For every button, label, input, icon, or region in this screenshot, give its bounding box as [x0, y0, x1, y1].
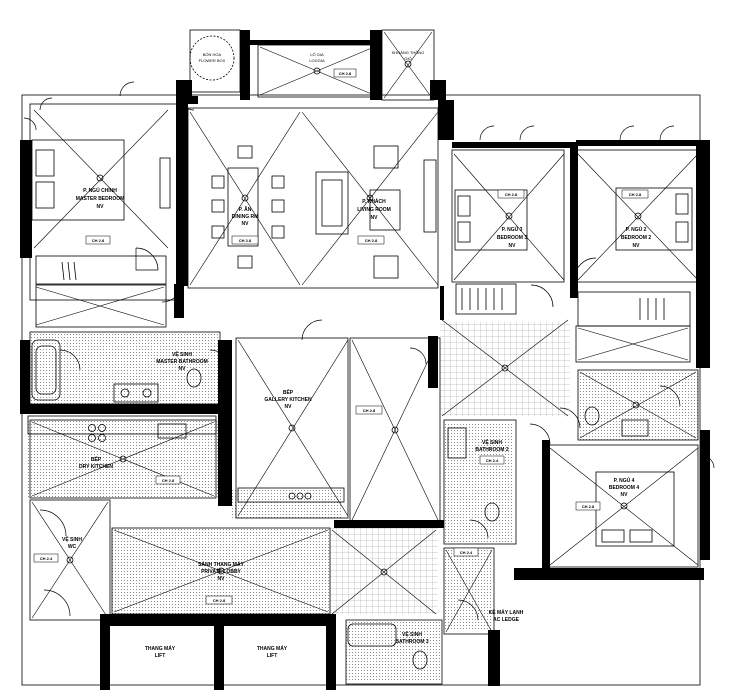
tag-bedroom2: CH 2.8	[629, 192, 642, 197]
label-dining-2: DINING RM	[232, 214, 259, 220]
label-dining-3: NV	[242, 221, 250, 227]
label-bath2-1: VỆ SINH	[482, 438, 502, 446]
corridor-tile	[330, 528, 438, 614]
label-master-bath-1: VỆ SINH	[172, 350, 192, 358]
label-master-bedroom-3: NV	[97, 204, 105, 210]
bath2-floor	[445, 422, 513, 542]
label-bedroom2-2: BEDROOM 2	[621, 235, 652, 241]
hall-tile	[440, 322, 570, 416]
label-master-bedroom-2: MASTER BEDROOM	[76, 196, 125, 202]
label-lift1-1: THANG MÁY	[145, 645, 176, 652]
label-wc-1: VỆ SINH	[62, 535, 82, 543]
label-vent-2: GIÓ	[404, 56, 411, 61]
label-bedroom3-2: BEDROOM 3	[497, 235, 528, 241]
kitchen-counter	[232, 490, 342, 518]
label-loggia-1: LÔ GIA	[310, 52, 324, 57]
tag-bath2: CH 2.4	[486, 458, 499, 463]
walls	[20, 30, 710, 690]
label-bath2-2: BATHROOM 2	[475, 447, 508, 453]
label-gallery-kitchen-1: BẾP	[283, 389, 294, 396]
label-dry-kitchen-2: DRY KITCHEN	[79, 464, 113, 470]
label-bedroom4-2: BEDROOM 4	[609, 485, 640, 491]
label-bedroom2-1: P. NGỦ 2	[626, 226, 647, 233]
label-bath3-1: VỆ SINH	[402, 630, 422, 638]
label-bedroom3-3: NV	[509, 243, 517, 249]
tag-bedroom3: CH 2.8	[505, 192, 518, 197]
tag-lobby: CH 2.8	[213, 598, 226, 603]
room-labels: BỒN HOA FLOWER BOX LÔ GIA LOGGIA CH 2.8 …	[33, 50, 652, 659]
label-lift1-2: LIFT	[155, 653, 166, 659]
bath3-floor	[344, 622, 440, 682]
label-master-bedroom-1: P. NGỦ CHÍNH	[83, 186, 117, 194]
label-gallery-kitchen-3: NV	[285, 404, 293, 410]
ac-ledge-floor	[445, 548, 493, 630]
tag-master-bedroom: CH 2.8	[92, 238, 105, 243]
tag-dry-kitchen: CH 2.8	[162, 478, 175, 483]
label-lobby-2: PRIVATE LOBBY	[201, 569, 241, 575]
label-bath3-2: BATHROOM 3	[395, 639, 428, 645]
label-living-3: NV	[371, 215, 379, 221]
label-master-bath-3: NV	[179, 366, 187, 372]
label-flower-box-2: FLOWER BOX	[199, 58, 226, 63]
label-master-bath-2: MASTER BATHROOM	[156, 359, 208, 365]
label-dining-1: P. ĂN	[239, 206, 252, 213]
light-fixtures	[66, 60, 642, 576]
label-vent-1: KHOẢNG THÔNG	[392, 50, 425, 55]
label-lobby-1: SẢNH THANG MÁY	[198, 561, 244, 568]
tag-wc: CH 2.4	[40, 556, 53, 561]
label-bedroom2-3: NV	[633, 243, 641, 249]
label-lift2-2: LIFT	[267, 653, 278, 659]
tag-ac-ledge: CH 2.4	[460, 550, 473, 555]
label-dry-kitchen-1: BẾP	[91, 456, 102, 463]
label-flower-box-1: BỒN HOA	[203, 52, 222, 57]
label-gallery-kitchen-2: GALLERY KITCHEN	[264, 397, 312, 403]
tag-loggia: CH 2.8	[339, 71, 352, 76]
label-loggia-2: LOGGIA	[309, 58, 325, 63]
tag-living: CH 2.8	[365, 238, 378, 243]
label-ac-ledge-1: KỆ MÁY LẠNH	[489, 608, 524, 616]
label-bedroom4-1: P. NGỦ 4	[614, 477, 635, 484]
label-lobby-3: NV	[218, 576, 226, 582]
wc-floor	[578, 372, 698, 440]
label-wc-2: WC	[68, 544, 77, 550]
label-bedroom4-3: NV	[621, 492, 629, 498]
label-bedroom3-1: P. NGỦ 3	[502, 226, 523, 233]
tag-bedroom4: CH 2.8	[582, 504, 595, 509]
label-ac-ledge-2: AC LEDGE	[493, 617, 520, 623]
label-living-2: LIVING ROOM	[357, 207, 391, 213]
furniture	[31, 35, 693, 670]
tag-hall: CH 2.8	[363, 408, 376, 413]
label-lift2-1: THANG MÁY	[257, 645, 288, 652]
tag-dining: CH 2.8	[239, 238, 252, 243]
master-bath-floor	[30, 332, 220, 404]
label-living-1: P. KHÁCH	[362, 198, 386, 205]
